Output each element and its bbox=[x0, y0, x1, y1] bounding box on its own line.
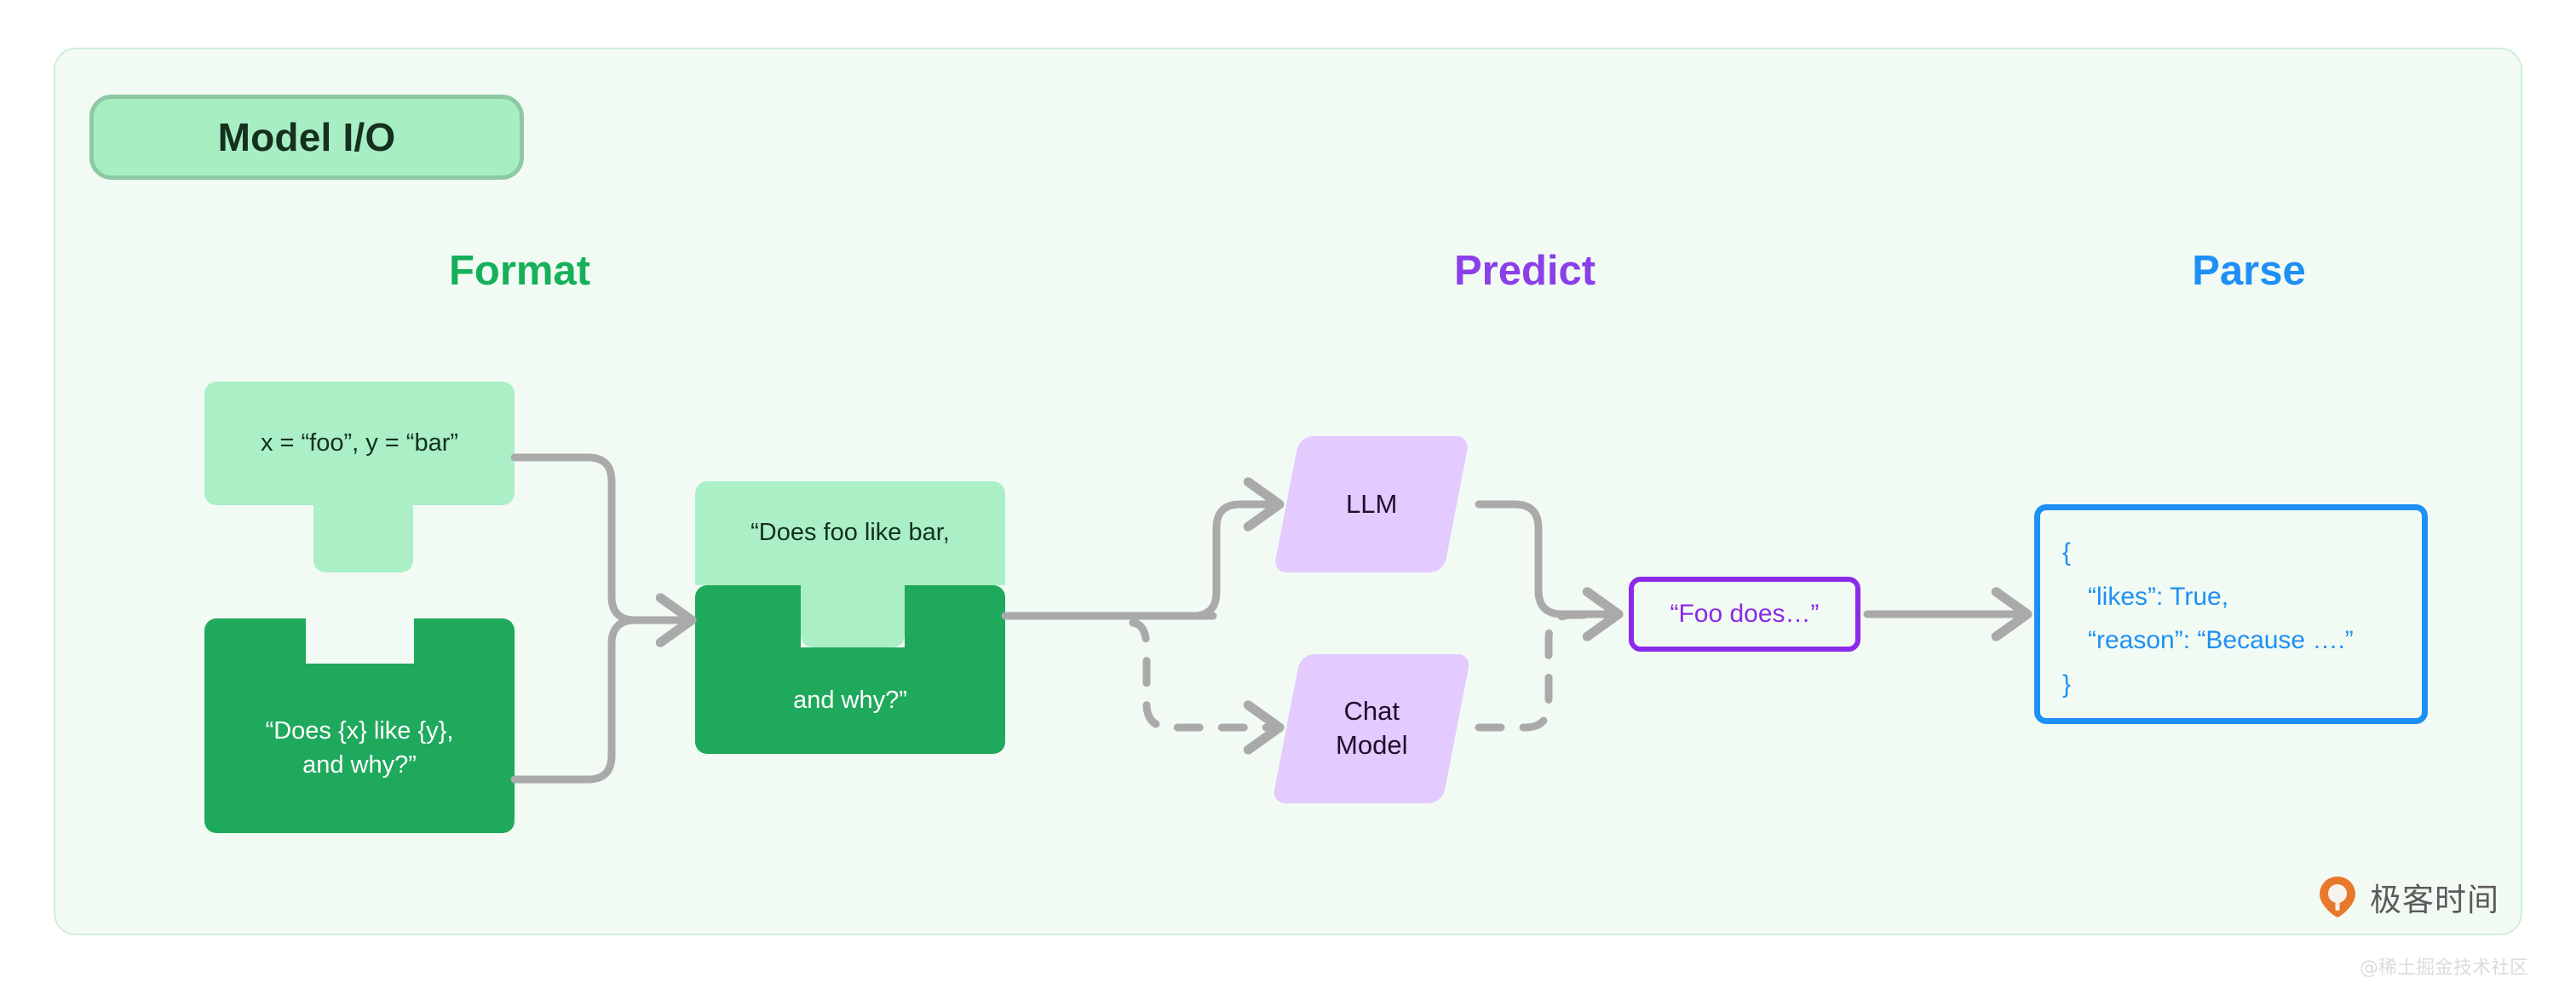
json-line-reason: “reason”: “Because ….” bbox=[2088, 626, 2354, 655]
brand-logo: 极客时间 bbox=[2315, 874, 2499, 920]
model-llm: LLM bbox=[1273, 436, 1470, 572]
model-output-box: “Foo does…” bbox=[1629, 577, 1860, 652]
template-block-line2: and why?” bbox=[302, 750, 417, 779]
title-badge-label: Model I/O bbox=[217, 115, 396, 159]
json-line-likes: “likes”: True, bbox=[2088, 582, 2229, 611]
template-block-line1: “Does {x} like {y}, bbox=[265, 717, 454, 745]
model-llm-label: LLM bbox=[1345, 488, 1398, 519]
assembled-block-top: “Does foo like bar, bbox=[695, 481, 1005, 585]
assembled-block-tab bbox=[801, 585, 905, 647]
variables-block-text: x = “foo”, y = “bar” bbox=[260, 428, 459, 457]
parsed-json-box: { “likes”: True, “reason”: “Because ….” … bbox=[2034, 504, 2428, 724]
json-line-close: } bbox=[2062, 670, 2072, 699]
stage-header-parse: Parse bbox=[2192, 248, 2306, 294]
stage-header-predict: Predict bbox=[1453, 248, 1596, 294]
template-block: “Does {x} like {y}, and why?” bbox=[204, 664, 515, 833]
variables-block-tab bbox=[313, 503, 413, 572]
location-pin-icon bbox=[2320, 877, 2355, 917]
model-output-text: “Foo does…” bbox=[1670, 600, 1820, 628]
assembled-block-notch-right bbox=[905, 585, 1005, 647]
title-badge: Model I/O bbox=[89, 95, 524, 180]
template-block-notch-left bbox=[204, 618, 306, 664]
assembled-block-bottom-text: and why?” bbox=[793, 686, 907, 714]
assembled-block-bottom: and why?” bbox=[695, 647, 1005, 754]
assembled-block-notch-left bbox=[695, 585, 801, 647]
variables-block: x = “foo”, y = “bar” bbox=[204, 382, 515, 505]
json-line-open: { bbox=[2062, 538, 2072, 566]
brand-logo-text: 极客时间 bbox=[2370, 882, 2499, 918]
template-block-notch-right bbox=[414, 618, 515, 664]
watermark-text: @稀土掘金技术社区 bbox=[2360, 957, 2529, 979]
model-chat-label-line2: Model bbox=[1335, 730, 1408, 761]
model-chat: Chat Model bbox=[1271, 654, 1472, 803]
assembled-block-top-text: “Does foo like bar, bbox=[750, 519, 950, 547]
stage-header-format: Format bbox=[448, 248, 591, 294]
model-chat-label-line1: Chat bbox=[1343, 696, 1400, 727]
